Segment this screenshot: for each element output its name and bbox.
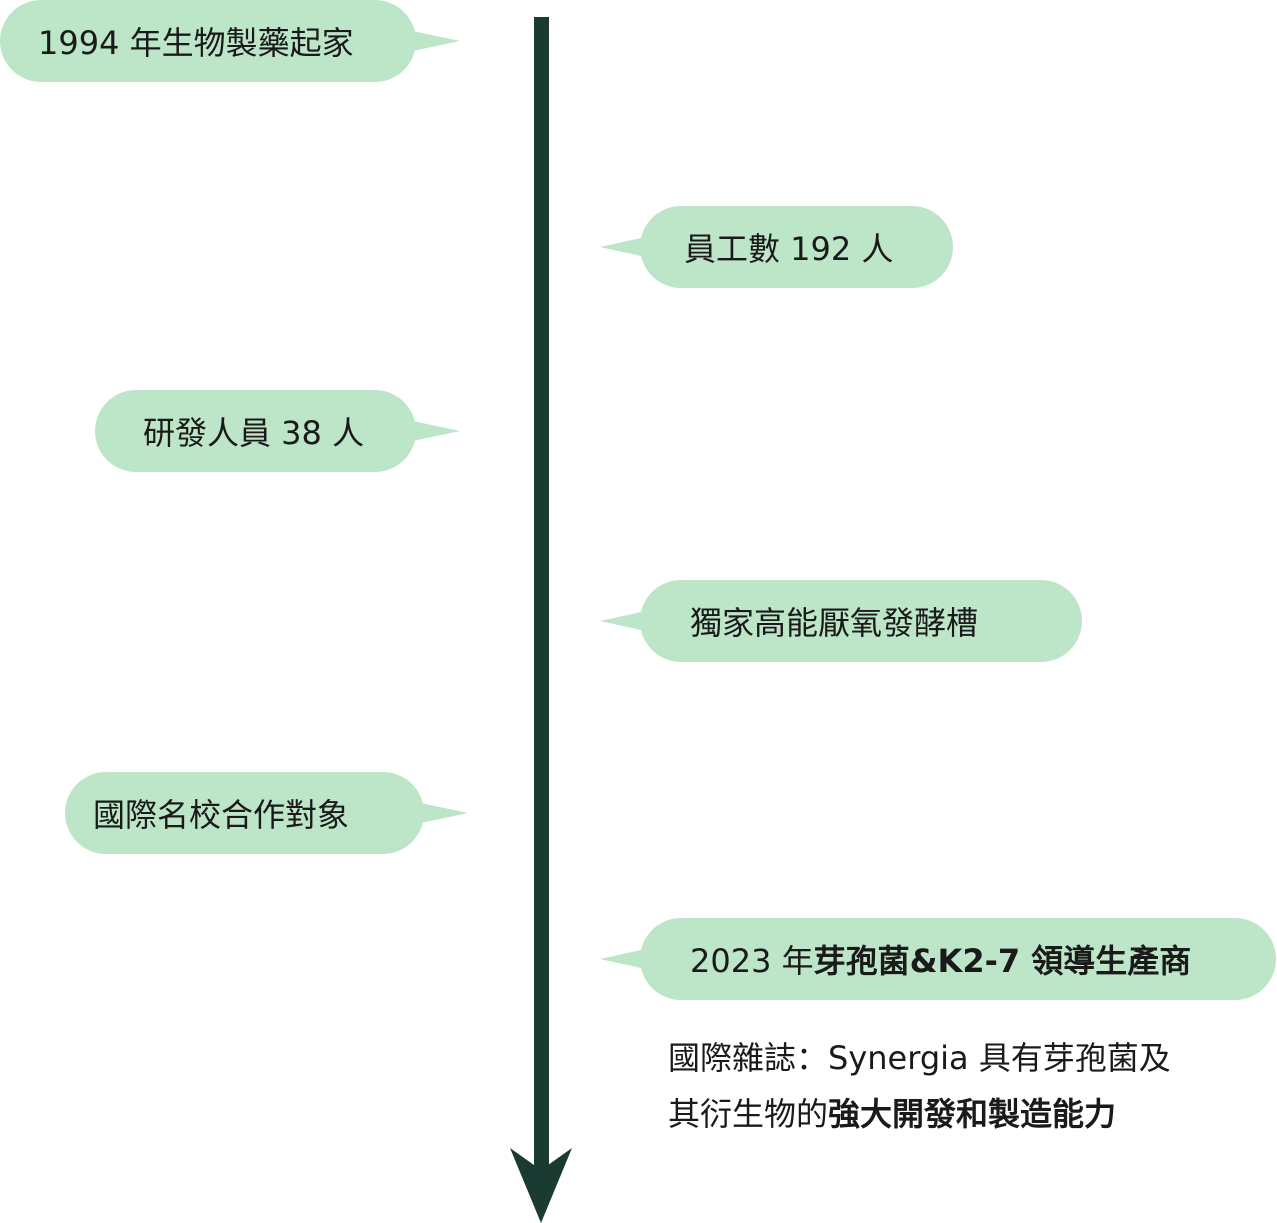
- bubble-tail: [416, 802, 468, 824]
- timeline-arrow-head: [510, 1148, 572, 1223]
- bubble-tail: [600, 948, 650, 970]
- timeline-item-label-bold: 芽孢菌&K2-7 領導生產商: [813, 942, 1192, 980]
- note-line-2: 其衍生物的強大開發和製造能力: [668, 1086, 1171, 1142]
- note-line-2-bold: 強大開發和製造能力: [828, 1095, 1117, 1133]
- timeline-item-employees: 員工數 192 人: [600, 206, 953, 288]
- bubble-tail: [408, 420, 460, 442]
- note-line-1: 國際雜誌：Synergia 具有芽孢菌及: [668, 1039, 1171, 1077]
- timeline-item-label: 研發人員 38 人: [143, 414, 365, 452]
- timeline-item-rd-staff: 研發人員 38 人: [95, 390, 460, 472]
- note-line-2-plain: 其衍生物的: [668, 1095, 829, 1133]
- timeline-item-label: 獨家高能厭氧發酵槽: [690, 604, 979, 642]
- bubble-tail: [600, 610, 650, 632]
- timeline-note: 國際雜誌：Synergia 具有芽孢菌及 其衍生物的強大開發和製造能力: [668, 1030, 1171, 1142]
- timeline-item-1994: 1994 年生物製藥起家: [0, 0, 460, 82]
- timeline-item-label: 國際名校合作對象: [93, 796, 350, 834]
- timeline-item-2023: 2023 年芽孢菌&K2-7 領導生產商: [600, 918, 1276, 1000]
- timeline-item-label: 員工數 192 人: [684, 230, 894, 268]
- timeline-axis: [534, 17, 549, 1177]
- bubble-tail: [408, 30, 460, 52]
- timeline-item-label: 2023 年芽孢菌&K2-7 領導生產商: [690, 936, 1191, 982]
- timeline-item-label-plain: 2023 年: [690, 942, 814, 980]
- timeline-item-universities: 國際名校合作對象: [65, 772, 468, 854]
- timeline-item-label: 1994 年生物製藥起家: [38, 24, 354, 62]
- bubble-tail: [600, 236, 650, 258]
- timeline-item-fermenter: 獨家高能厭氧發酵槽: [600, 580, 1082, 662]
